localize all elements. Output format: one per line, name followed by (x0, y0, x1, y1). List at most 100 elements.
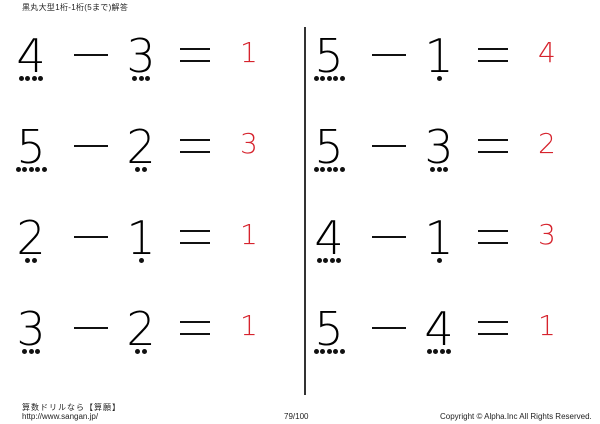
problem-4: 3 2 1 (14, 306, 274, 376)
subtrahend-dots (135, 167, 147, 172)
minuend-dots (313, 349, 345, 354)
counting-dot (135, 349, 141, 354)
minuend-dots (313, 167, 345, 172)
equals-sign (180, 321, 210, 335)
counting-dot (313, 349, 319, 354)
equals-sign (478, 48, 508, 62)
counting-dot (145, 76, 150, 81)
answer: 3 (240, 127, 258, 160)
counting-dot (326, 349, 332, 354)
counting-dot (25, 76, 31, 81)
counting-dot (141, 349, 147, 354)
counting-dot (339, 349, 345, 354)
minuend: 4 (312, 215, 346, 263)
equals-sign (478, 230, 508, 244)
minus-sign (372, 327, 406, 329)
counting-dot (132, 76, 137, 81)
subtrahend: 2 (124, 124, 158, 172)
problem-1: 4 3 1 (14, 33, 274, 103)
subtrahend: 2 (124, 306, 158, 354)
minuend-digit: 2 (16, 211, 46, 265)
counting-dot (15, 167, 21, 172)
counting-dot (323, 258, 329, 263)
minuend: 5 (312, 306, 346, 354)
counting-dot (320, 167, 325, 172)
counting-dot (436, 76, 442, 81)
subtrahend-digit: 3 (424, 120, 454, 174)
minus-sign (74, 236, 108, 238)
minuend-digit: 5 (16, 120, 46, 174)
minuend-digit: 5 (314, 29, 344, 83)
subtrahend: 1 (422, 33, 456, 81)
answer: 1 (240, 36, 258, 69)
counting-dot (436, 167, 442, 172)
minuend: 4 (14, 33, 48, 81)
subtrahend-digit: 3 (126, 29, 156, 83)
minuend: 5 (14, 124, 48, 172)
counting-dot (316, 258, 322, 263)
counting-dot (326, 76, 332, 81)
subtrahend: 1 (422, 215, 456, 263)
counting-dot (326, 167, 332, 172)
minus-sign (74, 327, 108, 329)
minuend: 2 (14, 215, 48, 263)
counting-dot (25, 258, 31, 263)
counting-dot (28, 349, 34, 354)
minus-sign (74, 54, 108, 56)
answer: 1 (240, 309, 258, 342)
counting-dot (439, 349, 445, 354)
minuend: 5 (312, 33, 346, 81)
subtrahend-digit: 2 (126, 302, 156, 356)
counting-dot (138, 76, 144, 81)
counting-dot (433, 349, 439, 354)
counting-dot (339, 76, 345, 81)
counting-dot (31, 258, 37, 263)
minuend: 3 (14, 306, 48, 354)
minus-sign (372, 54, 406, 56)
minus-sign (74, 145, 108, 147)
minuend-dots (18, 76, 44, 81)
counting-dot (446, 349, 452, 354)
copyright: Copyright © Alpha.Inc All Rights Reserve… (440, 412, 592, 421)
worksheet-header: 黒丸大型1桁-1桁(5まで)解答 (22, 3, 129, 12)
equals-sign (180, 230, 210, 244)
counting-dot (333, 76, 338, 81)
minus-sign (372, 145, 406, 147)
subtrahend-dots (436, 76, 442, 81)
problem-2: 5 2 3 (14, 124, 274, 194)
equals-sign (478, 321, 508, 335)
minuend-digit: 5 (314, 302, 344, 356)
counting-dot (35, 167, 40, 172)
counting-dot (41, 167, 47, 172)
counting-dot (38, 76, 44, 81)
minuend-dots (313, 76, 345, 81)
subtrahend-digit: 1 (424, 211, 454, 265)
subtrahend-dots (426, 349, 452, 354)
equals-sign (180, 48, 210, 62)
answer: 4 (538, 36, 556, 69)
counting-dot (18, 76, 24, 81)
counting-dot (333, 167, 338, 172)
subtrahend: 4 (422, 306, 456, 354)
counting-dot (443, 167, 448, 172)
minuend-dots (22, 349, 40, 354)
minuend-digit: 4 (16, 29, 46, 83)
answer: 3 (538, 218, 556, 251)
footer-title: 算数ドリルなら【算願】 (22, 403, 121, 412)
counting-dot (135, 167, 141, 172)
minus-sign (372, 236, 406, 238)
counting-dot (320, 76, 325, 81)
counting-dot (336, 258, 342, 263)
subtrahend: 3 (124, 33, 158, 81)
counting-dot (426, 349, 432, 354)
subtrahend-dots (138, 258, 144, 263)
subtrahend-digit: 1 (126, 211, 156, 265)
counting-dot (35, 349, 40, 354)
problem-7: 4 1 3 (312, 215, 572, 285)
footer-url[interactable]: http://www.sangan.jp/ (22, 412, 99, 421)
counting-dot (28, 167, 34, 172)
counting-dot (22, 167, 27, 172)
